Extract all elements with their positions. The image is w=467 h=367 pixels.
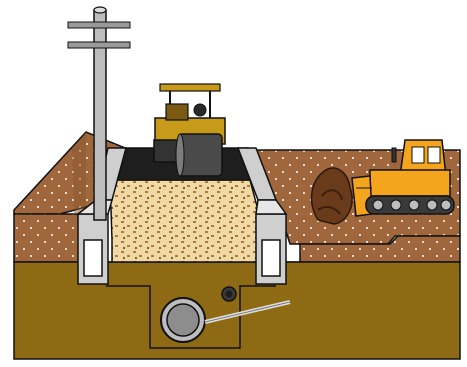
ground-side-shade: [72, 132, 86, 214]
right-curb: [236, 147, 288, 285]
road-roller: [153, 83, 226, 177]
gravel-base: [109, 179, 267, 263]
utility-pole: [67, 6, 131, 221]
bulldozer: [351, 139, 455, 217]
soil-pile: [310, 167, 353, 225]
small-pipe: [221, 286, 237, 302]
pipe-trench: [106, 285, 276, 349]
drain-pipe: [160, 297, 206, 343]
